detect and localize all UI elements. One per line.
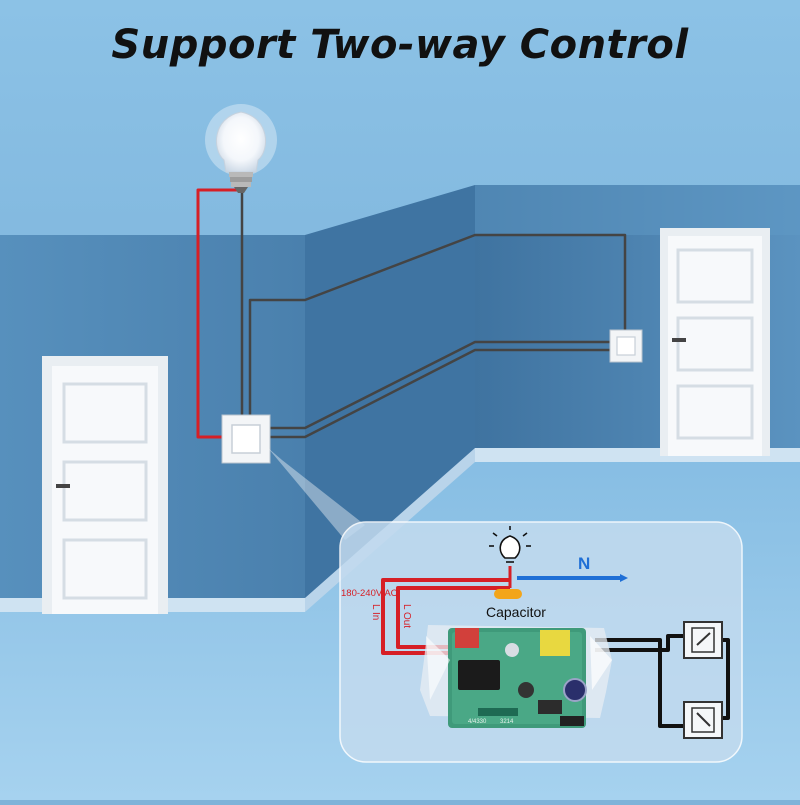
capacitor-icon: [494, 589, 522, 599]
live-wire: [196, 188, 241, 439]
neutral-label: N: [578, 554, 590, 573]
zoom-beam: [268, 448, 365, 540]
switch-wire-1: [595, 638, 690, 728]
right-wall-top: [475, 185, 800, 235]
l-in-wire: [381, 578, 510, 655]
pcb-marking-1: 4/4330: [468, 719, 487, 725]
left-door: [42, 356, 168, 614]
inset-switch-top-icon: [683, 621, 723, 659]
traveler-wire-2: [270, 348, 612, 439]
inset-switch-bottom-icon: [683, 701, 723, 739]
relay-component: [458, 660, 500, 690]
lamp-symbol-icon: [489, 526, 531, 563]
wall-switch-main: [221, 414, 271, 464]
door-handle-icon: [56, 484, 70, 488]
door-handle-icon: [672, 338, 686, 342]
lightbulb-icon: [205, 104, 277, 193]
terminal-block: [455, 628, 479, 648]
transformer-component: [540, 630, 570, 656]
traveler-wire-top: [248, 233, 627, 415]
l-out-label: L Out: [401, 604, 412, 628]
pcb-marking-2: 3214: [500, 719, 514, 725]
house-wiring: [196, 188, 627, 439]
capacitor-label: Capacitor: [486, 604, 546, 620]
wall-switch-remote: [609, 329, 643, 363]
switch-wire-2: [595, 634, 690, 652]
electrolytic-capacitor: [563, 678, 587, 702]
l-out-wire: [396, 586, 510, 649]
page-title: Support Two-way Control: [111, 22, 689, 68]
l-in-label: L In: [370, 604, 381, 620]
right-door: [660, 228, 770, 456]
relay-module: [420, 625, 612, 728]
traveler-wire-1: [270, 340, 612, 430]
voltage-label: 180-240V AC: [341, 588, 398, 599]
